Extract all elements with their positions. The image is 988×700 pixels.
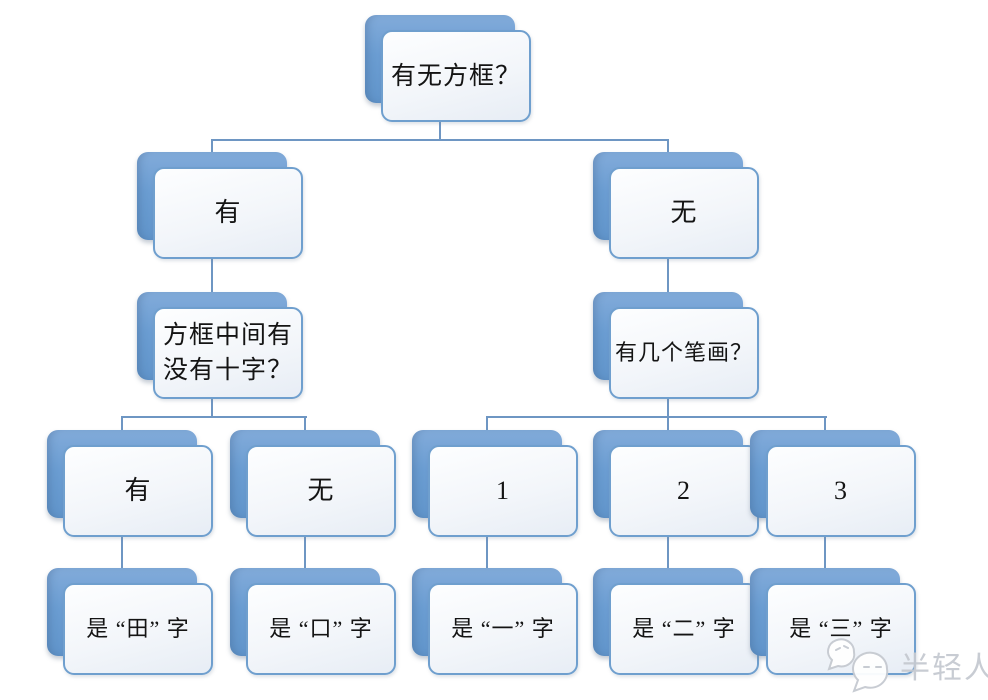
connector-line — [667, 416, 669, 435]
connector-line — [667, 139, 669, 157]
node-has-box: 有 — [137, 152, 303, 259]
node-label: 有 — [124, 475, 152, 505]
node-card: 无 — [246, 445, 396, 537]
node-card: 有无方框？ — [381, 30, 531, 122]
connector-line — [667, 256, 669, 297]
node-card: 无 — [609, 167, 759, 259]
node-label: 方框中间有 没有十字？ — [162, 322, 293, 384]
node-card: 2 — [609, 445, 759, 537]
connector-line — [667, 535, 669, 573]
node-label: 有几个笔画？ — [615, 339, 754, 365]
node-strokes-2: 2 — [593, 430, 759, 537]
connector-line — [121, 416, 307, 418]
node-label: 是 “一” 字 — [451, 615, 555, 641]
node-card: 是 “一” 字 — [428, 583, 578, 675]
node-card: 有 — [63, 445, 213, 537]
watermark: 半轻人 — [824, 636, 988, 694]
node-card: 3 — [766, 445, 916, 537]
connector-line — [439, 118, 441, 141]
node-result-er: 是 “二” 字 — [593, 568, 759, 675]
node-label: 是 “田” 字 — [86, 615, 190, 641]
node-root-question: 有无方框？ — [365, 15, 531, 122]
connector-line — [211, 139, 213, 157]
node-strokes-3: 3 — [750, 430, 916, 537]
connector-line — [304, 416, 306, 435]
node-no-box: 无 — [593, 152, 759, 259]
node-card: 方框中间有 没有十字？ — [153, 307, 303, 399]
connector-line — [486, 416, 827, 418]
node-strokes-question: 有几个笔画？ — [593, 292, 759, 399]
node-label: 无 — [670, 197, 698, 227]
connector-line — [486, 416, 488, 435]
node-card: 有几个笔画？ — [609, 307, 759, 399]
node-label: 是 “三” 字 — [789, 615, 893, 641]
node-label: 无 — [307, 475, 335, 505]
connector-line — [667, 397, 669, 418]
node-label: 有无方框？ — [390, 62, 521, 90]
node-label: 有 — [214, 197, 242, 227]
node-card: 是 “口” 字 — [246, 583, 396, 675]
node-label: 3 — [834, 475, 848, 505]
node-result-tian: 是 “田” 字 — [47, 568, 213, 675]
connector-line — [824, 416, 826, 435]
node-result-yi: 是 “一” 字 — [412, 568, 578, 675]
connector-line — [211, 256, 213, 297]
node-label: 1 — [496, 475, 510, 505]
node-card: 1 — [428, 445, 578, 537]
watermark-text: 半轻人 — [900, 652, 988, 685]
node-label: 是 “口” 字 — [269, 615, 373, 641]
node-card: 有 — [153, 167, 303, 259]
connector-line — [824, 535, 826, 573]
node-label: 2 — [677, 475, 691, 505]
node-cross-no: 无 — [230, 430, 396, 537]
node-card: 是 “田” 字 — [63, 583, 213, 675]
connector-line — [486, 535, 488, 573]
node-result-san: 是 “三” 字 — [750, 568, 916, 675]
connector-line — [121, 535, 123, 573]
node-card: 是 “二” 字 — [609, 583, 759, 675]
node-cross-yes: 有 — [47, 430, 213, 537]
node-strokes-1: 1 — [412, 430, 578, 537]
node-result-kou: 是 “口” 字 — [230, 568, 396, 675]
node-label: 是 “二” 字 — [632, 615, 736, 641]
connector-line — [211, 139, 669, 141]
connector-line — [211, 397, 213, 418]
wechat-chat-bubbles-icon — [824, 636, 898, 694]
connector-line — [121, 416, 123, 435]
connector-line — [304, 535, 306, 573]
node-cross-question: 方框中间有 没有十字？ — [137, 292, 303, 399]
